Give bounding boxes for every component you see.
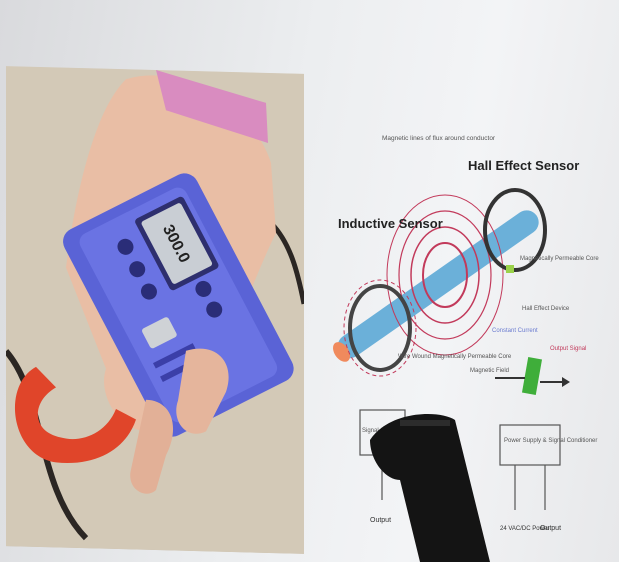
current-sensor-diagram: Inductive Sensor Hall Effect Sensor Magn… [333, 135, 599, 532]
hall-element [521, 357, 543, 395]
meter-button [129, 261, 146, 278]
output-signal-label: Output Signal [550, 346, 586, 352]
power-supply-box [499, 424, 561, 466]
permeable-core-label: Magnetically Permeable Core [520, 256, 599, 262]
meter-button [206, 301, 223, 318]
flux-lines [386, 194, 504, 356]
hall-device-label: Hall Effect Device [522, 306, 570, 312]
clamp-jaw [15, 366, 136, 463]
output-label-right: Output [540, 525, 561, 532]
inductive-coil [348, 284, 412, 372]
constant-current-label: Constant Current [492, 328, 538, 334]
output-label-left: Output [370, 517, 391, 524]
power-label: 24 VAC/DC Power [500, 526, 549, 532]
power-supply-label: Power Supply & Signal Conditioner [504, 438, 597, 444]
magnetic-field-label: Magnetic Field [470, 368, 509, 374]
inductive-sensor-title: Inductive Sensor [338, 216, 443, 231]
clamp-meter-photo: 300.0 [6, 66, 304, 554]
meter-switch [142, 317, 177, 349]
hall-effect-title: Hall Effect Sensor [468, 158, 579, 173]
clamp-meter-illustration: 300.0 [6, 66, 304, 554]
meter-lcd [141, 203, 213, 284]
foreground-object [370, 414, 490, 562]
wire-wound-label: Wire Wound Magnetically Permeable Core [398, 354, 512, 360]
flux-label: Magnetic lines of flux around conductor [382, 135, 496, 142]
meter-button [195, 280, 212, 297]
conductor-end [333, 342, 351, 362]
meter-button [117, 238, 134, 255]
sleeve [156, 70, 268, 143]
hall-sensor-gap [506, 265, 514, 273]
hall-effect-core [483, 188, 547, 272]
meter-button [140, 283, 157, 300]
